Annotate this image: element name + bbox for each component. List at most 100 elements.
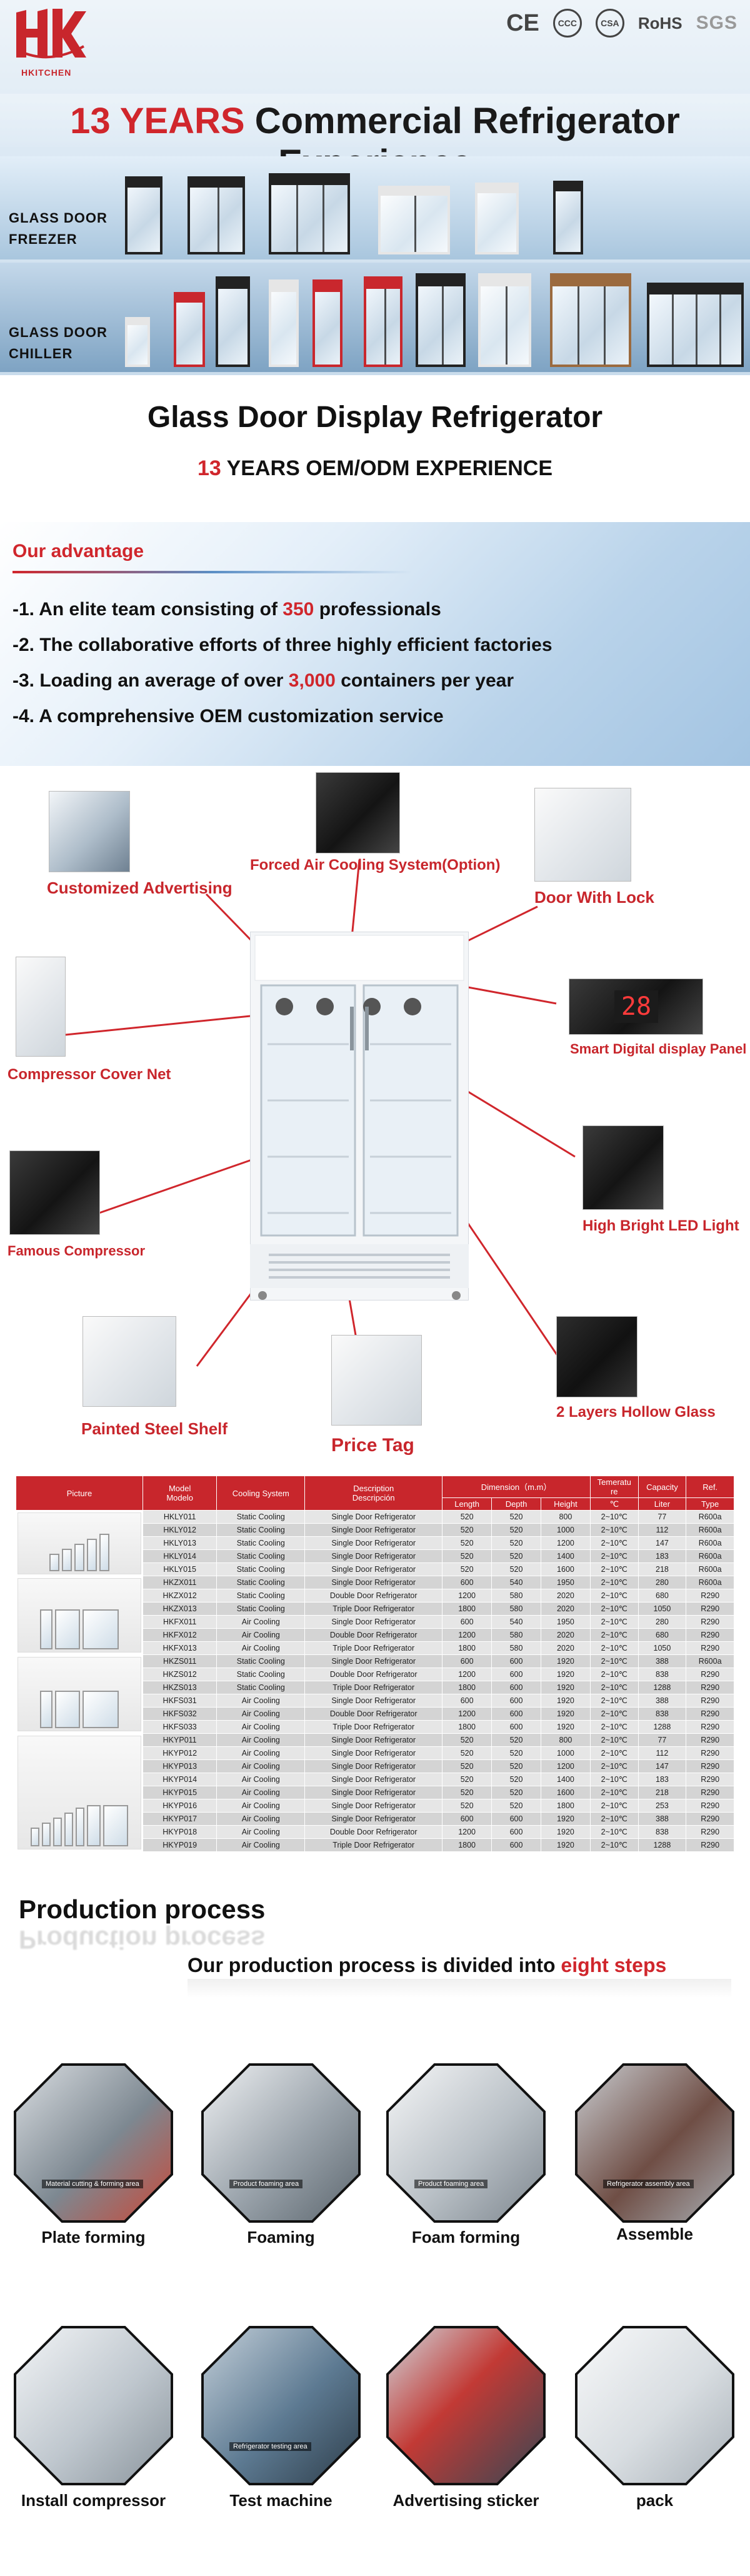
cell-desc: Single Door Refrigerator (304, 1510, 443, 1524)
cell-length: 520 (442, 1759, 492, 1773)
cell-length: 520 (442, 1773, 492, 1786)
cell-depth: 520 (491, 1759, 541, 1773)
cell-temp: 2~10℃ (589, 1773, 639, 1786)
cell-capacity: 680 (638, 1589, 687, 1602)
cell-desc: Triple Door Refrigerator (304, 1602, 443, 1616)
cell-cooling: Air Cooling (216, 1707, 306, 1721)
cell-cooling: Air Cooling (216, 1733, 306, 1747)
cell-ref: R290 (686, 1707, 734, 1721)
mini-fridge-icon (39, 1691, 52, 1729)
cell-desc: Single Door Refrigerator (304, 1733, 443, 1747)
cell-model: HKZS011 (142, 1654, 218, 1668)
cell-depth: 520 (491, 1733, 541, 1747)
product-picture-cell (16, 1510, 143, 1576)
cell-ref: R290 (686, 1589, 734, 1602)
cell-model: HKLY014 (142, 1549, 218, 1563)
mini-fridge-icon (39, 1609, 52, 1650)
cell-temp: 2~10℃ (589, 1536, 639, 1550)
cell-length: 1200 (442, 1707, 492, 1721)
cell-ref: R290 (686, 1602, 734, 1616)
production-title: Production process (19, 1894, 266, 1924)
cell-length: 600 (442, 1576, 492, 1589)
cell-capacity: 838 (638, 1668, 687, 1681)
cell-length: 600 (442, 1654, 492, 1668)
freezer-label-line1: GLASS DOOR (9, 210, 108, 226)
cell-ref: R290 (686, 1720, 734, 1734)
product-picture-cell (16, 1733, 143, 1852)
cell-temp: 2~10℃ (589, 1786, 639, 1799)
cell-height: 1000 (541, 1523, 591, 1537)
subtitle-years: 13 (197, 456, 221, 480)
cell-height: 1200 (541, 1759, 591, 1773)
th-length: Length (442, 1497, 492, 1511)
cell-cooling: Air Cooling (216, 1694, 306, 1708)
cell-desc: Single Door Refrigerator (304, 1812, 443, 1826)
cell-desc: Double Door Refrigerator (304, 1668, 443, 1681)
cell-model: HKLY012 (142, 1523, 218, 1537)
cell-depth: 600 (491, 1838, 541, 1852)
cell-length: 520 (442, 1523, 492, 1537)
cell-height: 1920 (541, 1825, 591, 1839)
sgs-mark: SGS (696, 13, 738, 33)
th-height: Height (541, 1497, 591, 1511)
cell-capacity: 218 (638, 1562, 687, 1576)
cell-capacity: 838 (638, 1825, 687, 1839)
cell-capacity: 183 (638, 1549, 687, 1563)
cell-depth: 520 (491, 1746, 541, 1760)
cell-length: 520 (442, 1562, 492, 1576)
cell-depth: 600 (491, 1720, 541, 1734)
cell-ref: R290 (686, 1615, 734, 1629)
cell-model: HKYP016 (142, 1799, 218, 1813)
cell-temp: 2~10℃ (589, 1602, 639, 1616)
photo-caption: Refrigerator testing area (229, 2442, 311, 2451)
cell-desc: Single Door Refrigerator (304, 1799, 443, 1813)
cell-model: HKFX011 (142, 1615, 218, 1629)
cell-ref: R290 (686, 1733, 734, 1747)
cell-capacity: 280 (638, 1576, 687, 1589)
logo-text: HKITCHEN (21, 68, 72, 78)
cell-model: HKYP015 (142, 1786, 218, 1799)
freezer-row: GLASS DOOR FREEZER (0, 156, 750, 259)
chiller-mini (125, 317, 150, 367)
cell-temp: 2~10℃ (589, 1733, 639, 1747)
cell-cooling: Static Cooling (216, 1562, 306, 1576)
steel-shelf-photo (82, 1316, 176, 1407)
cell-ref: R600a (686, 1562, 734, 1576)
cell-length: 520 (442, 1746, 492, 1760)
step-label-foaming: Foaming (247, 2228, 315, 2246)
cell-height: 800 (541, 1733, 591, 1747)
th-dimension: Dimension（m.m） (442, 1476, 591, 1498)
advantage-item: -1. An elite team consisting of 350 prof… (12, 599, 441, 620)
step-photo-test-machine: Refrigerator testing area (201, 2326, 361, 2485)
brand-logo[interactable]: HKITCHEN (12, 8, 106, 83)
th-temp-unit: ℃ (589, 1497, 639, 1511)
freezer-double (188, 176, 245, 254)
cell-desc: Single Door Refrigerator (304, 1759, 443, 1773)
chiller-black-double (416, 273, 466, 367)
product-picture-cell (16, 1654, 143, 1734)
cell-depth: 600 (491, 1668, 541, 1681)
cell-length: 1800 (442, 1681, 492, 1694)
digital-panel-photo: 28 (569, 979, 703, 1035)
cell-depth: 600 (491, 1681, 541, 1694)
cell-capacity: 218 (638, 1786, 687, 1799)
cell-cooling: Air Cooling (216, 1720, 306, 1734)
cell-model: HKZX012 (142, 1589, 218, 1602)
th-liter: Liter (638, 1497, 687, 1511)
freezer-triple (269, 173, 350, 254)
cell-length: 520 (442, 1549, 492, 1563)
production-subtitle-reflection (188, 1979, 731, 1998)
led-light-photo (582, 1125, 664, 1210)
step-photo-foaming: Product foaming area (201, 2063, 361, 2223)
th-cooling: Cooling System (216, 1476, 306, 1511)
product-picture (18, 1736, 141, 1849)
logo-mark-icon (16, 9, 86, 59)
cell-temp: 2~10℃ (589, 1799, 639, 1813)
chiller-label-line1: GLASS DOOR (9, 325, 108, 340)
cell-ref: R600a (686, 1523, 734, 1537)
